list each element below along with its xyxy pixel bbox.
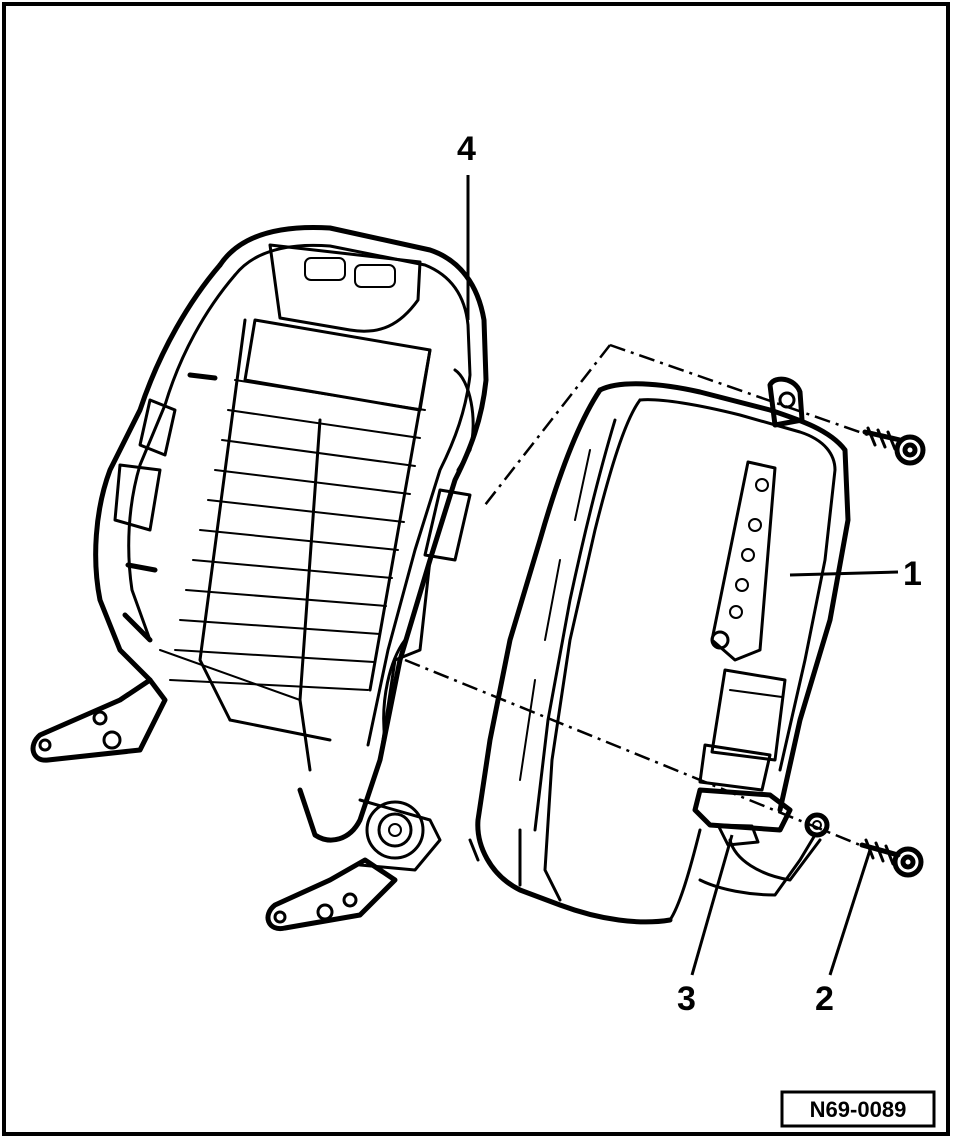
assembly-lines	[404, 343, 869, 847]
callout-4: 4	[457, 130, 476, 168]
callout-3: 3	[677, 980, 696, 1018]
reference-code: N69-0089	[810, 1097, 907, 1122]
callout-1: 1	[903, 555, 922, 593]
callout-2: 2	[815, 980, 834, 1018]
reference-code-box: N69-0089	[780, 1090, 936, 1128]
upper-bolt	[862, 426, 926, 466]
side-airbag-module	[468, 376, 851, 925]
leader-lines	[466, 175, 899, 976]
lower-bolt	[859, 838, 924, 878]
seat-backrest-frame	[30, 225, 489, 932]
